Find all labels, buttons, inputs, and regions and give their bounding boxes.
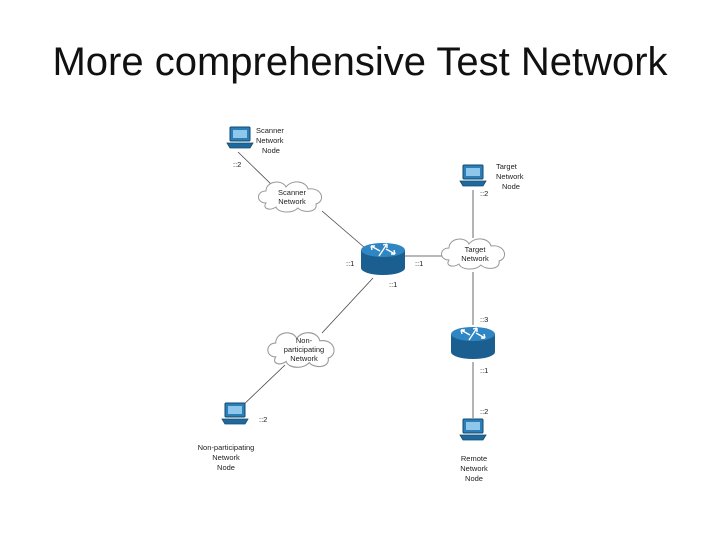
target-node-computer-icon [459, 164, 487, 187]
svg-text:Node: Node [262, 146, 280, 155]
target-node-label: Target Network Node [496, 162, 524, 191]
svg-text:Node: Node [217, 463, 235, 472]
svg-text:participating: participating [284, 345, 324, 354]
svg-text:Target: Target [465, 245, 487, 254]
remote-node-label: Remote Network Node [460, 454, 488, 483]
link-router1-nonpart-net [321, 277, 374, 334]
svg-text:Network: Network [212, 453, 240, 462]
svg-text:Scanner: Scanner [256, 126, 284, 135]
nonparticipating-network-label: Non- participating Network [284, 336, 324, 363]
address-router1-left: ::1 [346, 259, 354, 268]
scanner-node-label: Scanner Network Node [256, 126, 284, 155]
router-1-icon [360, 242, 406, 276]
svg-text:Non-participating: Non-participating [198, 443, 255, 452]
svg-text:Scanner: Scanner [278, 188, 306, 197]
scanner-node-computer-icon [226, 126, 254, 149]
target-network-cloud: Target Network [441, 238, 506, 270]
remote-node-computer-icon [459, 418, 487, 441]
svg-text:Node: Node [465, 474, 483, 483]
link-nonpart-net-node [239, 364, 286, 409]
svg-text:Network: Network [256, 136, 284, 145]
svg-text:Network: Network [496, 172, 524, 181]
svg-text:Target: Target [496, 162, 518, 171]
svg-text:Network: Network [461, 254, 489, 263]
nonparticipating-node-computer-icon [221, 402, 249, 425]
address-router1-bottom: ::1 [389, 280, 397, 289]
link-scanner-node-net [237, 151, 273, 186]
router-2-icon [450, 326, 496, 360]
link-scanner-net-router1 [321, 210, 366, 249]
address-target-node: ::2 [480, 189, 488, 198]
address-nonparticipating-node: ::2 [259, 415, 267, 424]
slide-title: More comprehensive Test Network [52, 40, 668, 84]
svg-text:Network: Network [460, 464, 488, 473]
address-router1-right: ::1 [415, 259, 423, 268]
nonparticipating-node-label: Non-participating Network Node [198, 443, 255, 472]
svg-text:Remote: Remote [461, 454, 487, 463]
svg-text:Node: Node [502, 182, 520, 191]
address-scanner-node: ::2 [233, 160, 241, 169]
address-remote-node: ::2 [480, 407, 488, 416]
svg-text:Non-: Non- [296, 336, 313, 345]
scanner-network-cloud: Scanner Network [258, 181, 323, 213]
svg-text:Network: Network [290, 354, 318, 363]
svg-text:Network: Network [278, 197, 306, 206]
address-router2-bottom: ::1 [480, 366, 488, 375]
address-router2-top: ::3 [480, 315, 488, 324]
